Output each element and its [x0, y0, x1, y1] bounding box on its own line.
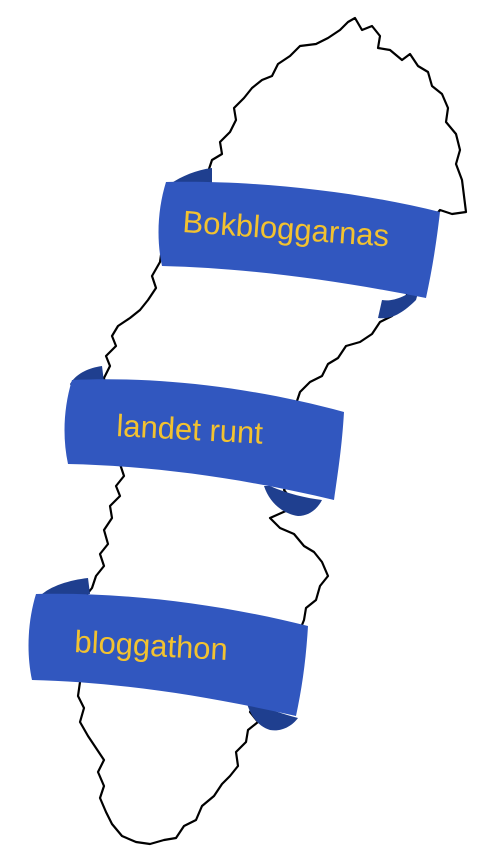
banner-text-landet-runt: landet runt — [116, 408, 265, 451]
ribbon-banner-2: landet runt — [64, 366, 344, 516]
ribbon-fold-right — [264, 486, 322, 516]
ribbon-banner-1: Bokbloggarnas — [158, 168, 440, 319]
ribbon-body — [158, 181, 440, 298]
ribbon-banner-3: bloggathon — [28, 578, 309, 731]
ribbon-body — [64, 379, 344, 500]
ribbon-body — [28, 593, 309, 716]
banner-text-bloggathon: bloggathon — [74, 624, 229, 667]
